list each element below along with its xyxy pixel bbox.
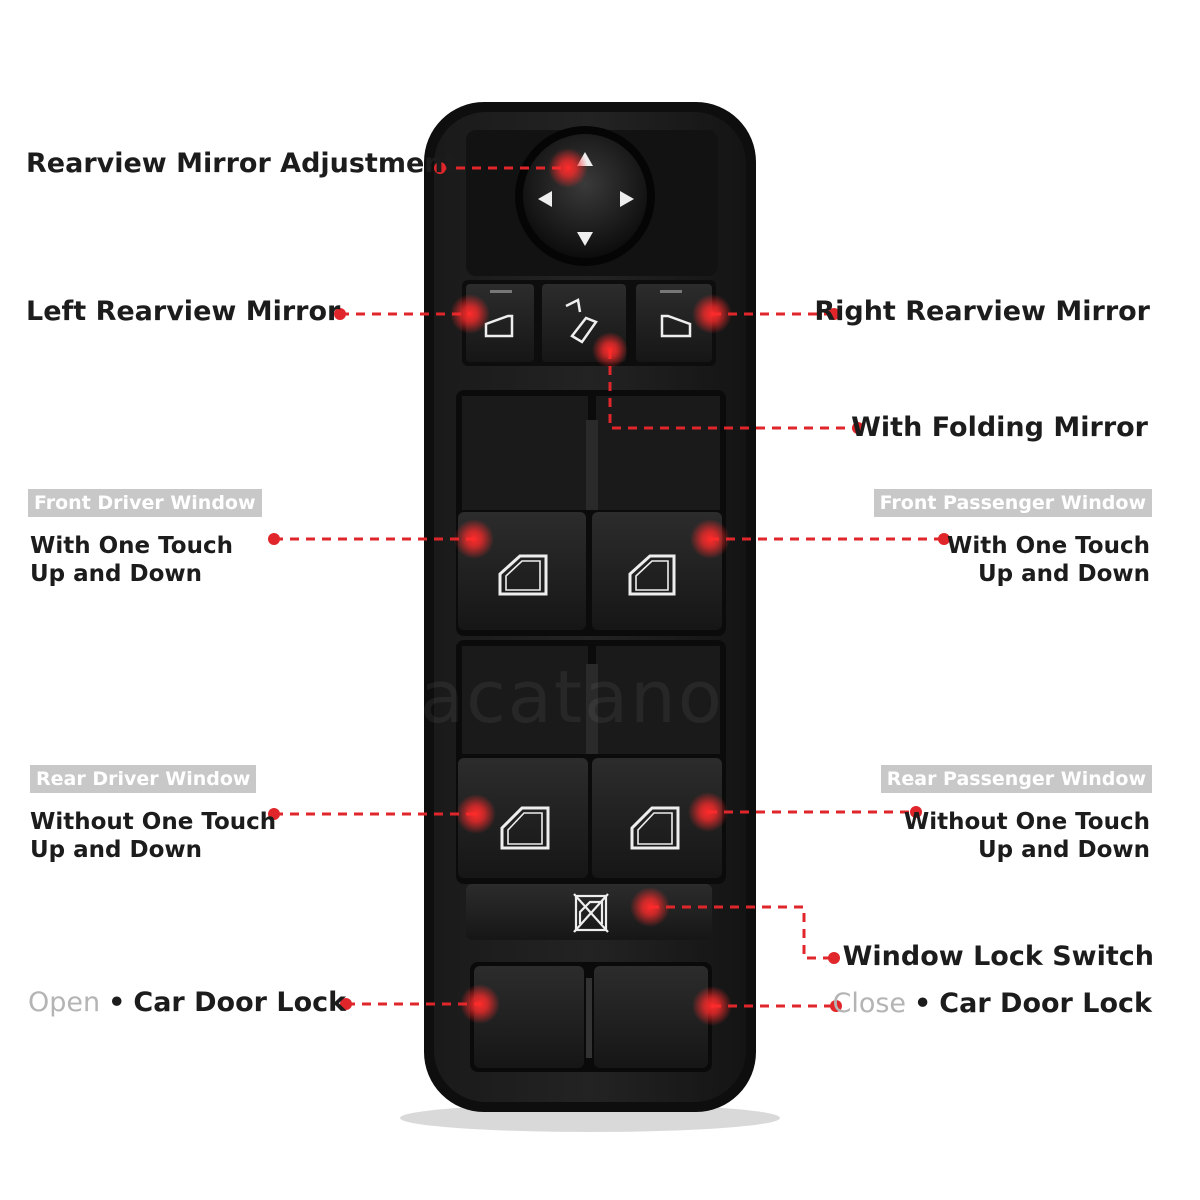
front-passenger-window-icon: [628, 554, 676, 596]
door-lock-separator-2: •: [914, 988, 932, 1019]
door-lock-open-button: [474, 966, 584, 1068]
arrow-down-icon: [577, 232, 593, 246]
label-door-lock-open: Open•Car Door Lock: [28, 987, 346, 1018]
label-left-rearview-mirror: Left Rearview Mirror: [26, 296, 341, 327]
callout-dots: [268, 162, 950, 1012]
front-passenger-line1: With One Touch: [947, 533, 1150, 559]
rear-passenger-window-icon: [630, 806, 680, 850]
right-mirror-icon: [660, 314, 692, 338]
tag-rear-driver-window: Rear Driver Window: [30, 765, 257, 793]
arrow-right-icon: [620, 191, 634, 207]
rear-driver-window-button: [458, 758, 588, 878]
rear-driver-line1: Without One Touch: [30, 809, 277, 835]
right-mirror-button: [636, 284, 712, 362]
door-lock-close-state: Close: [832, 988, 907, 1019]
front-passenger-window-button: [592, 512, 722, 630]
front-passenger-line2: Up and Down: [977, 561, 1150, 587]
front-driver-window-icon: [498, 554, 548, 596]
folding-mirror-icon: [565, 298, 598, 344]
rear-driver-window-icon: [500, 806, 550, 850]
rear-passenger-line1: Without One Touch: [903, 809, 1150, 835]
rear-driver-line2: Up and Down: [30, 837, 203, 863]
door-lock-close-button: [594, 966, 708, 1068]
door-lock-open-state: Open: [28, 987, 101, 1018]
label-right-rearview-mirror: Right Rearview Mirror: [814, 296, 1150, 327]
rear-passenger-line2: Up and Down: [977, 837, 1150, 863]
door-lock-separator: •: [108, 987, 126, 1018]
watermark: acatano: [420, 655, 724, 739]
window-lock-icon: [573, 893, 609, 933]
door-lock-close-text: Car Door Lock: [939, 988, 1152, 1019]
callout-lines: [274, 166, 944, 1008]
front-driver-line1: With One Touch: [30, 533, 233, 559]
tag-front-passenger-window: Front Passenger Window: [873, 489, 1152, 517]
arrow-left-icon: [538, 191, 552, 207]
label-with-folding-mirror: With Folding Mirror: [851, 412, 1148, 443]
hotspot-glows: [450, 148, 732, 1026]
rear-passenger-window-button: [592, 758, 722, 878]
label-window-lock-switch: Window Lock Switch: [842, 941, 1154, 972]
tag-rear-passenger-window: Rear Passenger Window: [880, 765, 1152, 793]
label-door-lock-close: Close•Car Door Lock: [832, 988, 1152, 1019]
label-rearview-mirror-adjustment: Rearview Mirror Adjustment: [26, 148, 457, 179]
tag-front-driver-window: Front Driver Window: [28, 489, 262, 517]
front-driver-line2: Up and Down: [30, 561, 203, 587]
door-lock-open-text: Car Door Lock: [133, 987, 347, 1018]
